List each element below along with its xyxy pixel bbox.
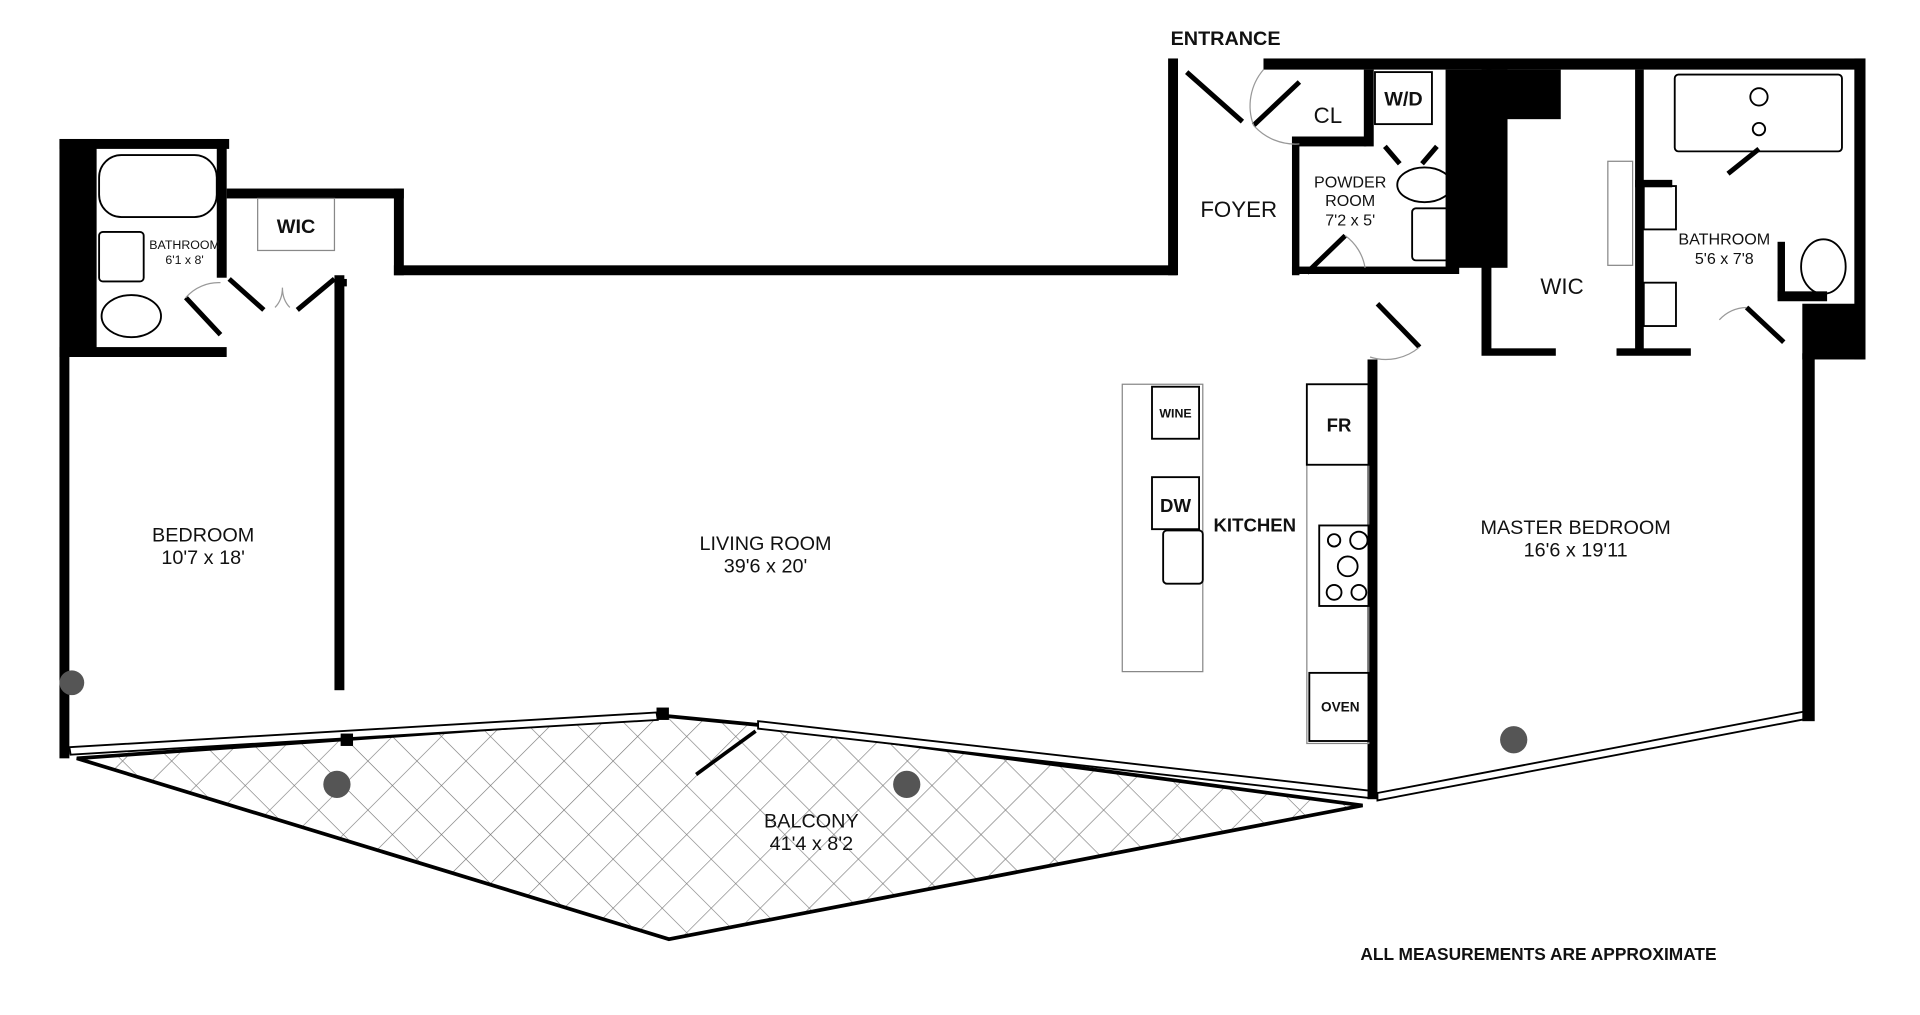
bathtub-icon: [98, 154, 218, 218]
kitchen-label: KITCHEN: [1214, 515, 1297, 536]
master-bathroom-label: BATHROOM: [1678, 230, 1770, 248]
master-wic-label: WIC: [1540, 274, 1583, 299]
master-bathroom-size: 5'6 x 7'8: [1695, 250, 1754, 268]
doors: [183, 69, 1786, 361]
entrance-label: ENTRANCE: [1171, 28, 1281, 50]
powder-room-size: 7'2 x 5': [1325, 212, 1375, 230]
balcony-floor: [76, 714, 1363, 942]
toilet-icon: [1396, 166, 1453, 204]
oven: [1308, 671, 1370, 742]
wine-fridge: [1151, 385, 1200, 440]
powder-room-label: POWDER: [1314, 173, 1386, 191]
balcony-size: 41'4 x 8'2: [770, 833, 854, 855]
bedroom-label: BEDROOM: [152, 525, 254, 547]
sink-icon: [1642, 185, 1677, 231]
living-room-label: LIVING ROOM: [700, 533, 832, 555]
columns: [59, 670, 1528, 798]
window-lines: [68, 707, 1809, 802]
shower-icon: [1673, 73, 1843, 153]
bathroom-size: 6'1 x 8': [165, 253, 203, 267]
wic-shelf: [257, 197, 336, 252]
measurement-note: ALL MEASUREMENTS ARE APPROXIMATE: [1360, 944, 1716, 964]
fridge-label: FR: [1327, 414, 1352, 435]
foyer-label: FOYER: [1200, 197, 1277, 222]
powder-room-label-2: ROOM: [1325, 192, 1375, 210]
dishwasher-label: DW: [1160, 495, 1191, 516]
washer-dryer-label: W/D: [1384, 89, 1422, 111]
walls: [59, 58, 1866, 800]
stove-icon: [1318, 524, 1370, 607]
living-room-size: 39'6 x 20': [724, 556, 808, 578]
fixtures: [98, 71, 1847, 745]
toilet-icon: [1800, 238, 1847, 295]
bedroom-size: 10'7 x 18': [161, 547, 245, 569]
master-bedroom-label: MASTER BEDROOM: [1480, 517, 1670, 539]
sink-icon: [1411, 207, 1451, 262]
sink-icon: [1162, 529, 1204, 585]
sink-icon: [98, 230, 145, 283]
wine-label: WINE: [1159, 407, 1191, 421]
sink-icon: [1642, 281, 1677, 327]
master-bedroom-size: 16'6 x 19'11: [1524, 539, 1628, 561]
dishwasher: [1151, 476, 1200, 531]
closet-label: CL: [1314, 103, 1342, 128]
bathroom-label: BATHROOM: [149, 238, 220, 252]
kitchen-island: [1121, 383, 1204, 673]
oven-label: OVEN: [1321, 699, 1360, 714]
washer-dryer-icon: [1374, 71, 1433, 126]
toilet-icon: [100, 294, 162, 339]
fridge: [1305, 383, 1370, 466]
wic-label: WIC: [277, 216, 315, 238]
balcony-label: BALCONY: [764, 811, 859, 833]
